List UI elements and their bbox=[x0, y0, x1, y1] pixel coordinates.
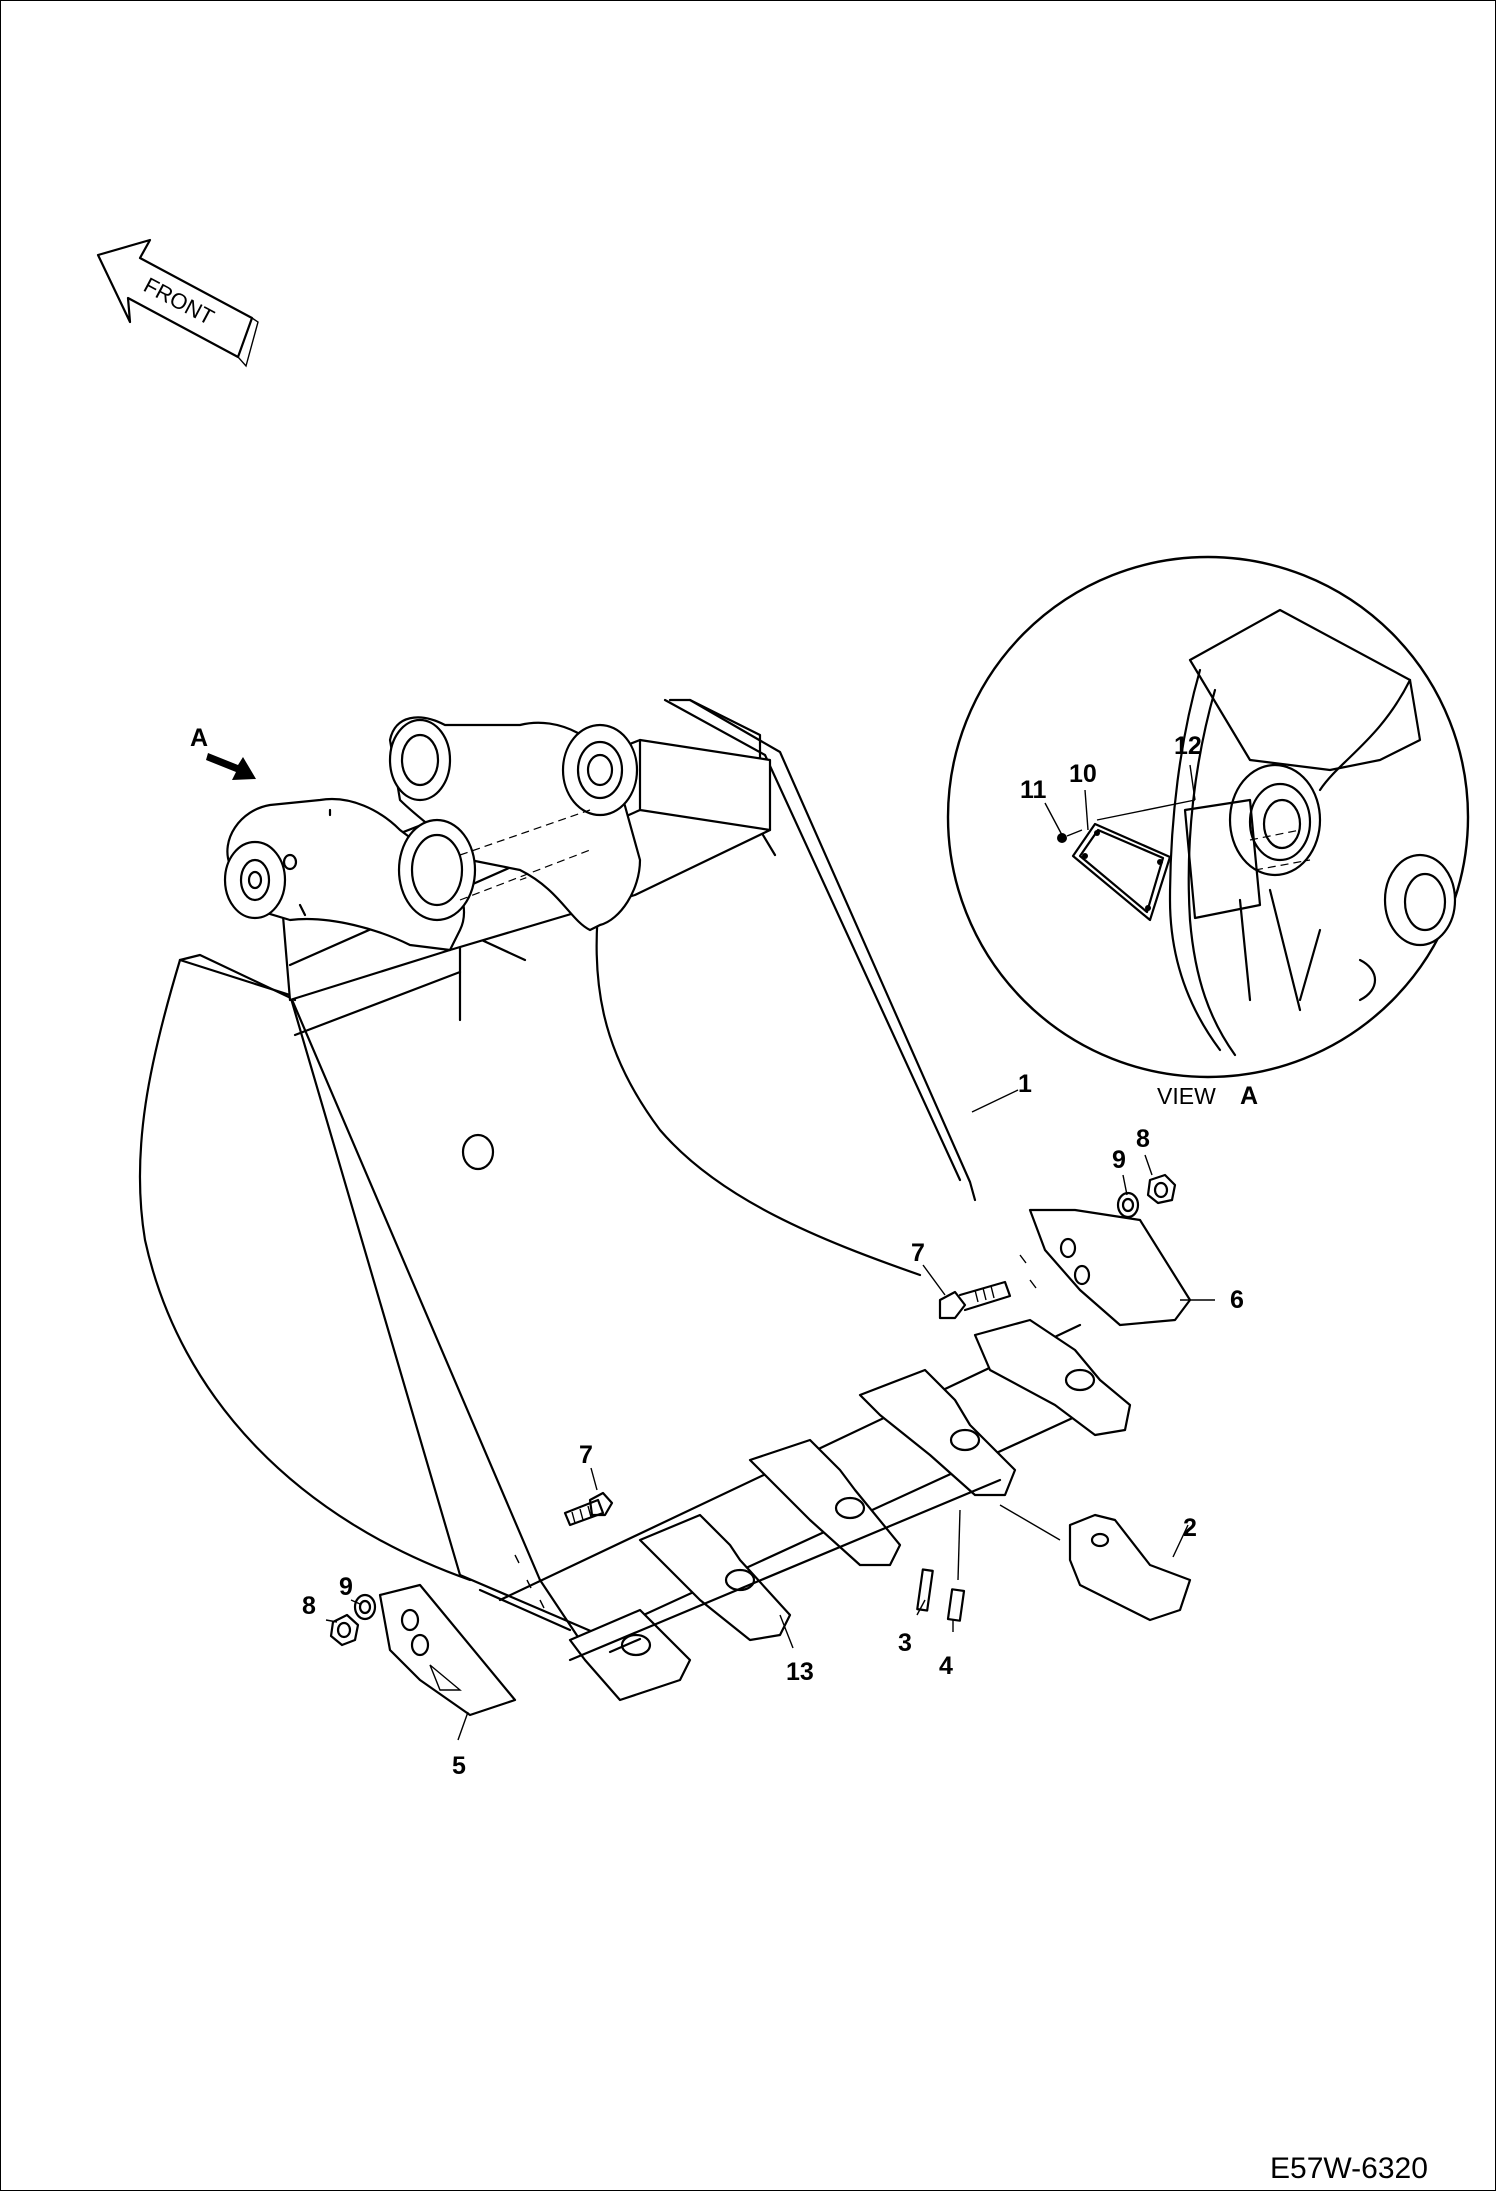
bolt-upper bbox=[938, 1280, 1012, 1320]
callout-7-lower: 7 bbox=[579, 1441, 593, 1469]
tooth-3 bbox=[748, 1438, 902, 1567]
callout-9-right: 9 bbox=[1112, 1146, 1126, 1174]
callout-13: 13 bbox=[786, 1658, 814, 1686]
side-cutter-right bbox=[1028, 1208, 1192, 1327]
detail-view-caption: VIEW A bbox=[1157, 1082, 1258, 1110]
nut-washer-right bbox=[1116, 1173, 1177, 1219]
callout-3: 3 bbox=[898, 1629, 912, 1657]
bucket-linkage bbox=[223, 716, 642, 952]
view-caption-prefix: VIEW bbox=[1157, 1083, 1216, 1109]
callout-7-upper: 7 bbox=[911, 1239, 925, 1267]
rivet bbox=[1057, 829, 1083, 843]
callouts: 1 2 3 4 5 6 7 7 8 8 9 9 10 11 12 13 bbox=[302, 732, 1244, 1780]
callout-10: 10 bbox=[1069, 760, 1097, 788]
tooth-5 bbox=[973, 1318, 1132, 1437]
callout-9-left: 9 bbox=[339, 1573, 353, 1601]
view-caption-letter: A bbox=[1240, 1082, 1258, 1110]
view-a-marker: A bbox=[190, 724, 256, 780]
side-cutter-left bbox=[378, 1583, 517, 1717]
nut-washer-left bbox=[329, 1593, 377, 1647]
leader-lines bbox=[325, 764, 1215, 1741]
tooth-1 bbox=[568, 1608, 692, 1702]
drawing-code: E57W-6320 bbox=[1270, 2152, 1428, 2185]
callout-8-left: 8 bbox=[302, 1592, 316, 1620]
nameplate bbox=[1071, 822, 1172, 922]
lock-pins bbox=[916, 1509, 966, 1622]
callout-8-right: 8 bbox=[1136, 1125, 1150, 1153]
tooth-2 bbox=[638, 1513, 792, 1642]
teeth-row bbox=[568, 1318, 1132, 1702]
view-a-marker-label: A bbox=[190, 724, 208, 752]
callout-4: 4 bbox=[939, 1652, 953, 1680]
callout-5: 5 bbox=[452, 1752, 466, 1780]
front-arrow: FRONT bbox=[96, 238, 259, 368]
detail-view-a bbox=[946, 555, 1470, 1079]
callout-2: 2 bbox=[1183, 1514, 1197, 1542]
callout-11: 11 bbox=[1020, 776, 1047, 804]
callout-1: 1 bbox=[1018, 1070, 1032, 1098]
bolt-lower bbox=[563, 1491, 614, 1527]
tooth-4 bbox=[858, 1368, 1017, 1497]
callout-12: 12 bbox=[1174, 732, 1202, 760]
callout-6: 6 bbox=[1230, 1286, 1244, 1314]
spare-tooth bbox=[999, 1504, 1192, 1622]
